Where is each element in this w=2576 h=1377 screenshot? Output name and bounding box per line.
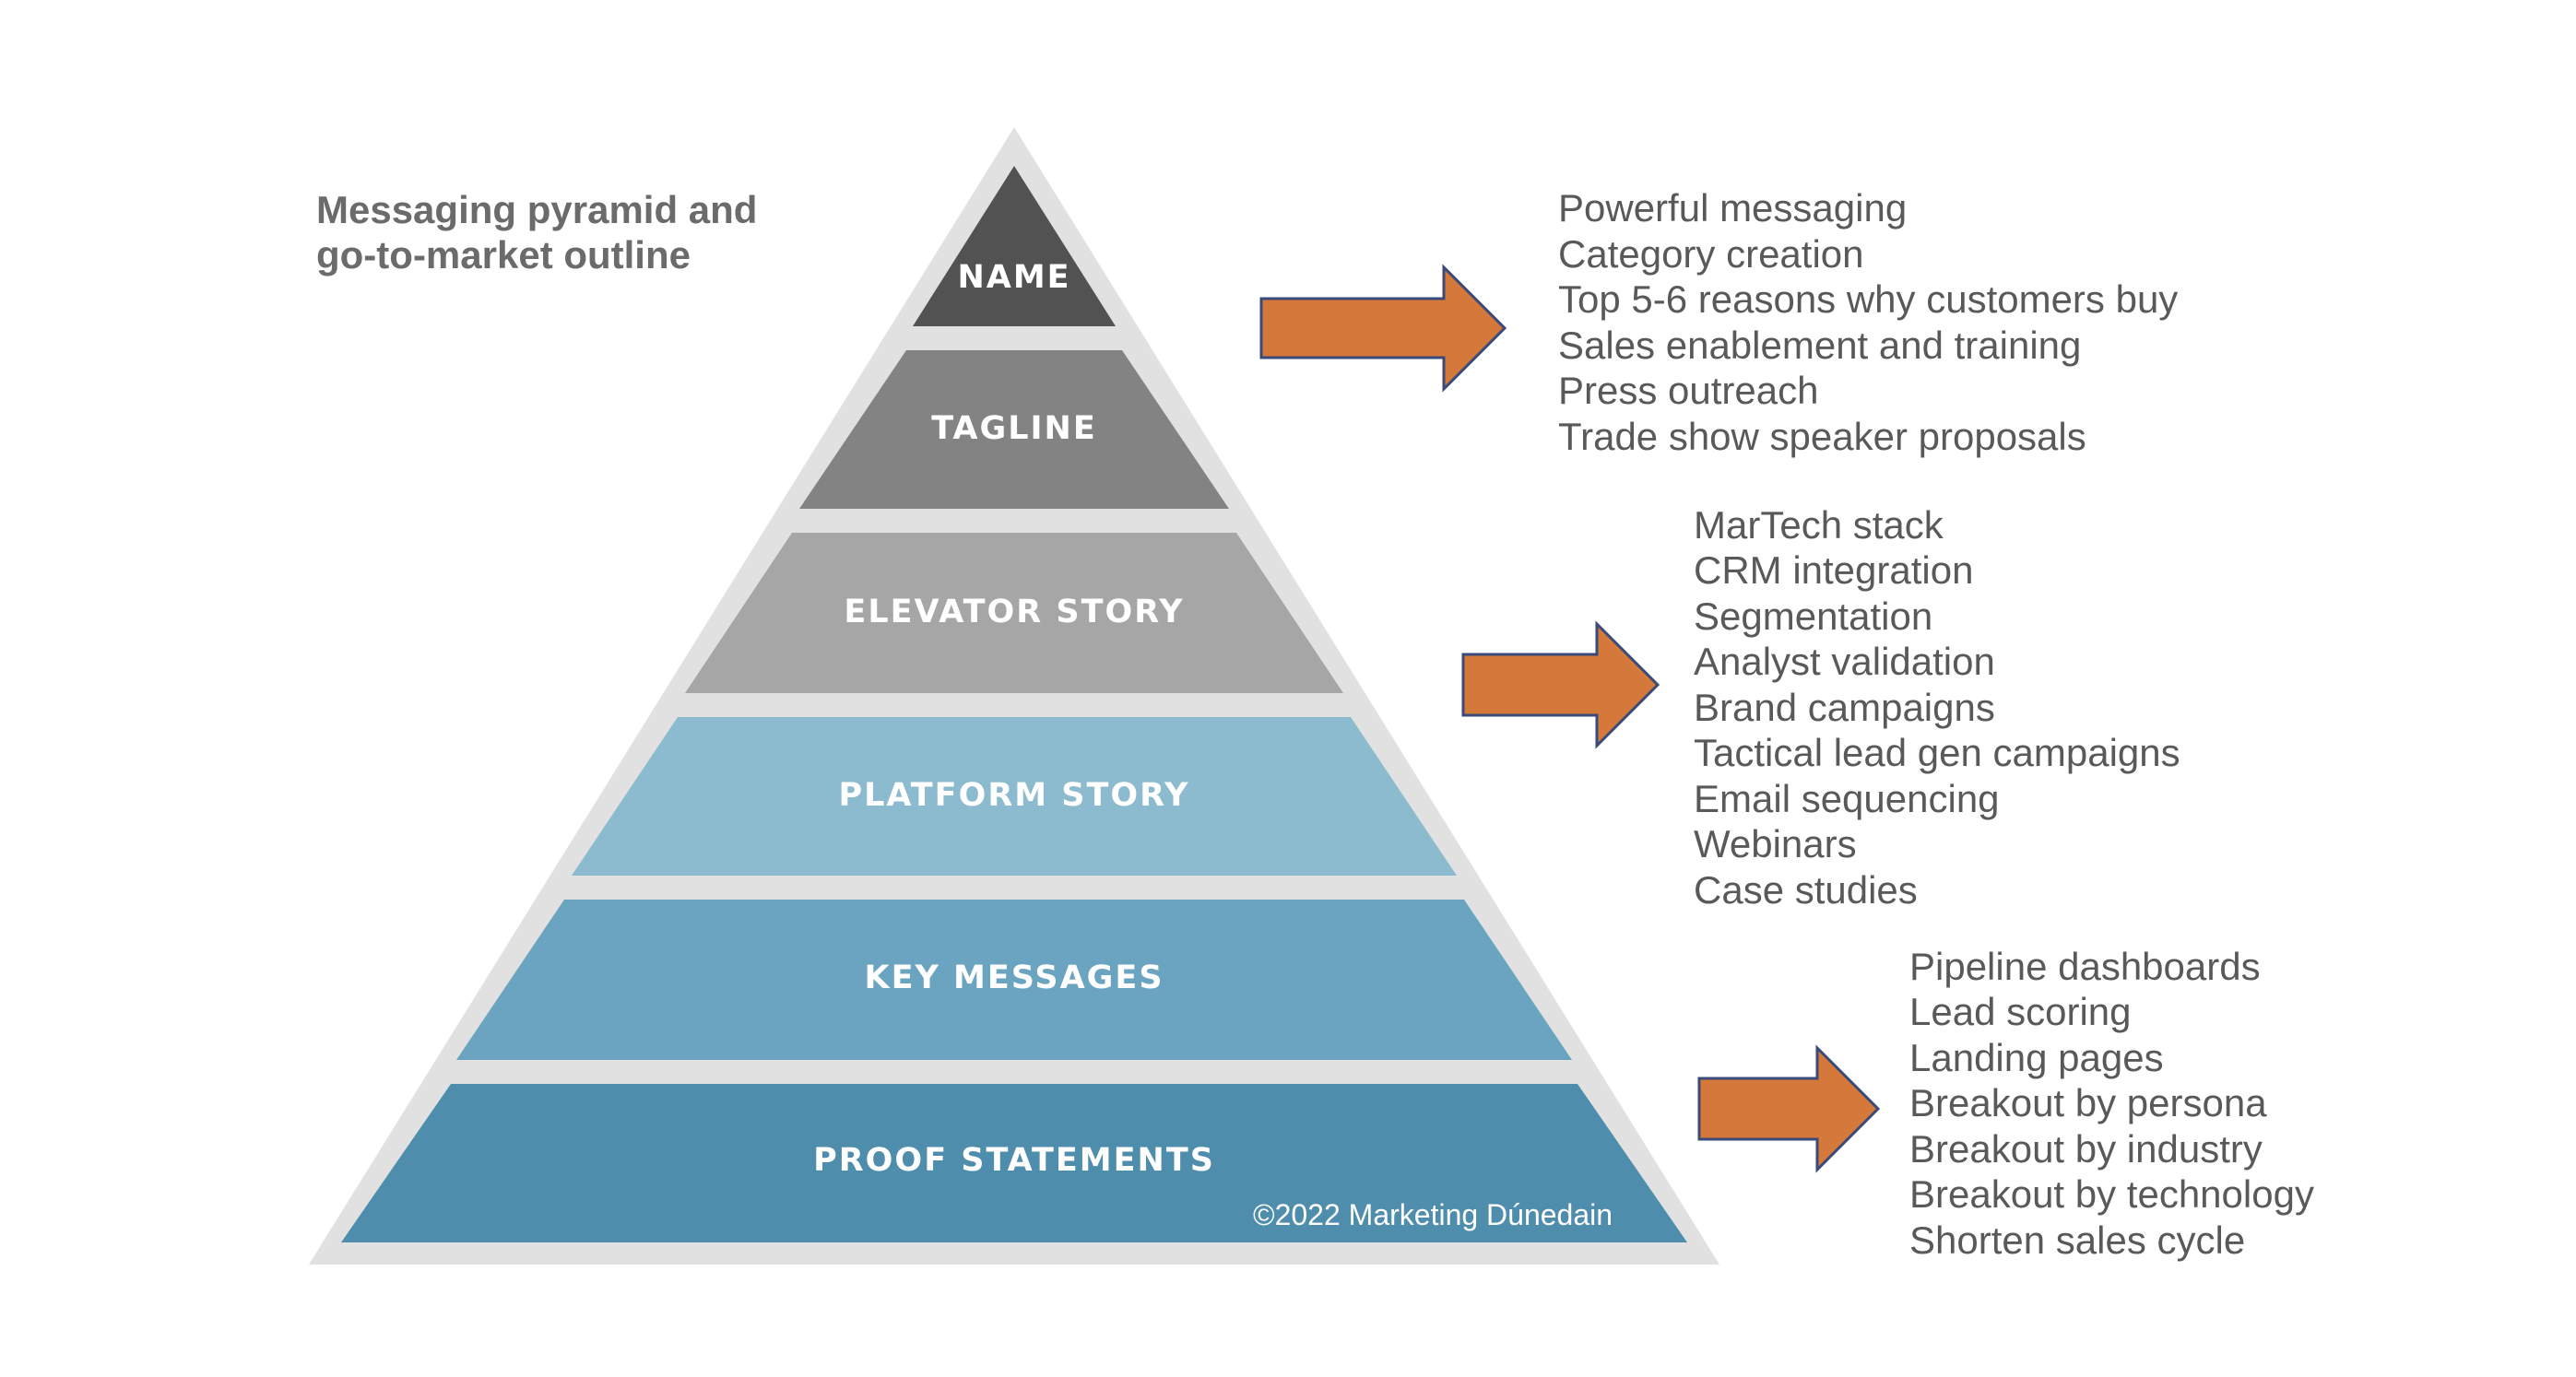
list-item: Breakout by persona: [1909, 1081, 2267, 1124]
list-item: Powerful messaging: [1558, 186, 1907, 230]
pyramid-tier-key-messages-label: KEY MESSAGES: [864, 959, 1164, 996]
pyramid-tier-platform-story-shape: [572, 717, 1457, 876]
pyramid-tier-tagline: TAGLINE: [799, 350, 1229, 509]
pyramid-tier-proof-statements-shape: [341, 1084, 1687, 1242]
list-item: Trade show speaker proposals: [1558, 415, 2086, 458]
list-item: Email sequencing: [1694, 777, 2000, 820]
pyramid-tier-proof-statements-label: PROOF STATEMENTS: [813, 1142, 1215, 1179]
pyramid-tier-platform-story: PLATFORM STORY: [572, 717, 1457, 876]
copyright-notice: ©2022 Marketing Dúnedain: [1253, 1198, 1613, 1231]
list-item: Pipeline dashboards: [1909, 945, 2261, 988]
list-item: Breakout by technology: [1909, 1172, 2314, 1216]
list-item: Case studies: [1694, 868, 1918, 912]
list-item: Top 5-6 reasons why customers buy: [1558, 277, 2178, 321]
pyramid-tier-tagline-label: TAGLINE: [931, 410, 1097, 447]
pyramid-tier-elevator-story-shape: [685, 533, 1343, 693]
outcome-list-2: MarTech stack CRM integration Segmentati…: [1694, 503, 2180, 912]
list-item: Breakout by industry: [1909, 1127, 2263, 1171]
pyramid-tier-elevator-story: ELEVATOR STORY: [685, 533, 1343, 693]
pyramid-tier-name: NAME: [913, 166, 1116, 326]
arrow-right-icon: [1259, 264, 1507, 393]
diagram-heading-line-1: Messaging pyramid and: [316, 188, 757, 231]
pyramid-tier-elevator-story-label: ELEVATOR STORY: [844, 594, 1184, 630]
outcome-list-1: Powerful messaging Category creation Top…: [1558, 186, 2178, 458]
arrow-right-icon: [1697, 1044, 1881, 1173]
outcome-list-3: Pipeline dashboards Lead scoring Landing…: [1909, 945, 2314, 1262]
list-item: Brand campaigns: [1694, 686, 1995, 729]
list-item: Analyst validation: [1694, 640, 1995, 683]
diagram-heading-line-2: go-to-market outline: [316, 233, 691, 277]
pyramid-tier-name-label: NAME: [957, 259, 1070, 296]
list-item: Tactical lead gen campaigns: [1694, 731, 2180, 774]
pyramid-tier-tagline-shape: [799, 350, 1229, 509]
arrow-right-icon: [1461, 620, 1660, 749]
list-item: Segmentation: [1694, 594, 1932, 638]
pyramid-tier-name-shape: [913, 166, 1116, 326]
list-item: Lead scoring: [1909, 990, 2132, 1033]
list-item: Category creation: [1558, 232, 1864, 276]
list-item: Webinars: [1694, 822, 1857, 865]
pyramid-tier-proof-statements: PROOF STATEMENTS: [341, 1084, 1687, 1242]
list-item: CRM integration: [1694, 548, 1973, 592]
list-item: Press outreach: [1558, 369, 1818, 412]
list-item: Sales enablement and training: [1558, 324, 2081, 367]
list-item: Shorten sales cycle: [1909, 1218, 2245, 1262]
pyramid-tier-key-messages: KEY MESSAGES: [456, 900, 1572, 1060]
pyramid-tier-key-messages-shape: [456, 900, 1572, 1060]
list-item: Landing pages: [1909, 1036, 2164, 1079]
list-item: MarTech stack: [1694, 503, 1944, 547]
pyramid-tier-platform-story-label: PLATFORM STORY: [838, 777, 1189, 814]
